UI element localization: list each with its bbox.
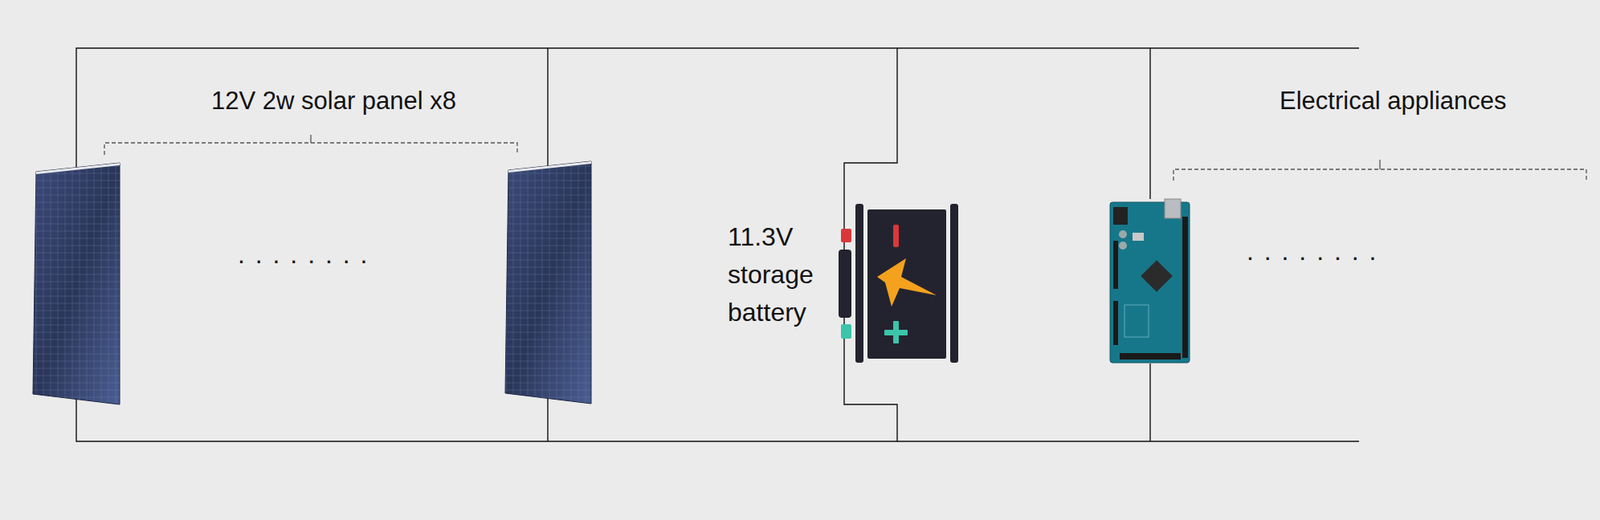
- wire: [897, 440, 1360, 442]
- bracket-tick: [310, 134, 311, 143]
- arduino-board: [1110, 199, 1190, 364]
- crystal: [1132, 232, 1144, 241]
- lightning-bolt: [877, 258, 937, 307]
- panel-frame: [508, 161, 592, 173]
- capacitor: [1118, 230, 1127, 239]
- wire: [1149, 363, 1151, 442]
- battery-side: [855, 204, 864, 364]
- bracket-tick: [1379, 159, 1380, 170]
- dashed-bracket: [1173, 169, 1587, 181]
- minus-sign: [893, 224, 899, 248]
- battery-label: 11.3V storage battery: [727, 218, 833, 332]
- power-jack: [1113, 207, 1128, 225]
- board-pcb: [1110, 202, 1190, 364]
- appliances-label: Electrical appliances: [1279, 85, 1507, 116]
- wire-loop: [76, 48, 898, 442]
- plus-sign: [884, 330, 908, 336]
- pin-header: [1113, 240, 1119, 290]
- usb-port: [1164, 199, 1181, 219]
- ellipsis-dots: . . . . . . . .: [1246, 236, 1378, 267]
- board-logo: [1124, 305, 1149, 338]
- panel-frame: [36, 163, 120, 175]
- pin-header: [1113, 301, 1119, 346]
- solar-panel: [32, 163, 120, 405]
- battery-symbol: [838, 204, 959, 364]
- capacitor: [1118, 241, 1127, 250]
- battery-body: [867, 209, 947, 360]
- panel-label: 12V 2w solar panel x8: [211, 85, 457, 116]
- negative-terminal: [840, 228, 852, 243]
- dashed-bracket: [104, 142, 518, 156]
- panel-cells: [505, 161, 592, 405]
- brackets: [104, 134, 1587, 181]
- solar-panel: [505, 161, 592, 405]
- pin-header: [1119, 353, 1181, 360]
- wires: [76, 48, 1360, 442]
- wire: [897, 47, 1360, 49]
- wire: [546, 398, 548, 442]
- positive-terminal: [840, 324, 852, 339]
- panel-body: [32, 163, 120, 405]
- wire: [546, 48, 548, 168]
- wire: [1149, 48, 1151, 200]
- chip: [1140, 260, 1173, 293]
- battery-bump: [838, 249, 852, 319]
- battery-side: [950, 204, 959, 364]
- ellipsis-dots: . . . . . . . .: [237, 239, 369, 270]
- panel-cells: [32, 163, 120, 405]
- pin-header: [1182, 216, 1188, 359]
- panel-body: [505, 161, 592, 405]
